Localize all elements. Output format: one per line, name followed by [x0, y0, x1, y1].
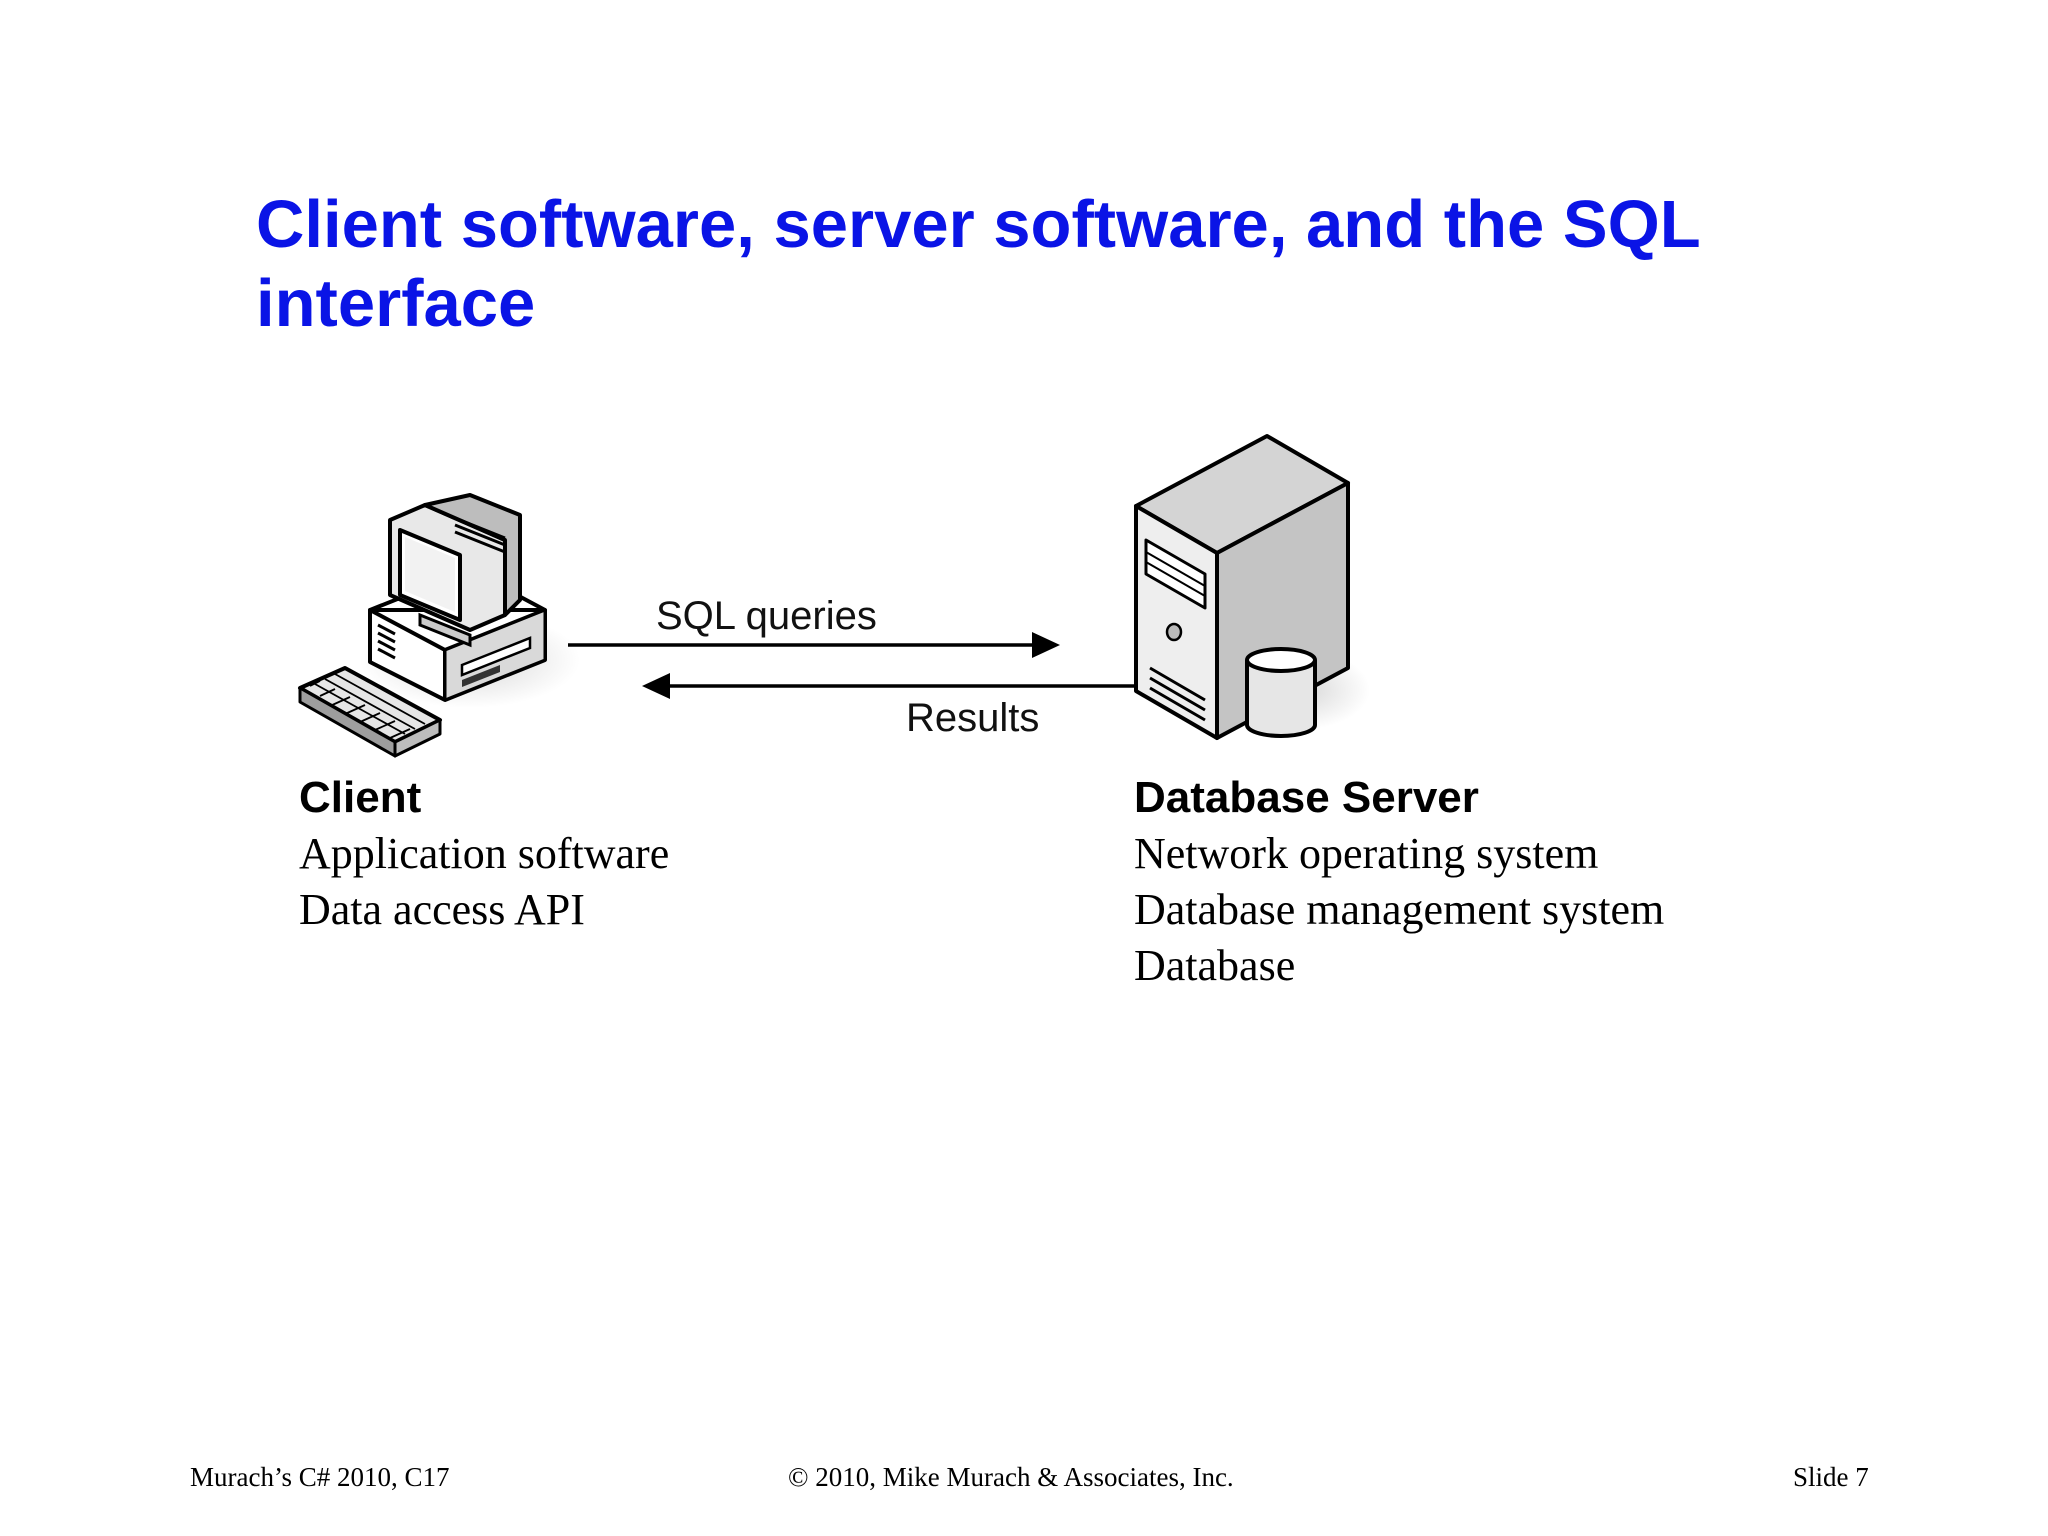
server-heading: Database Server: [1134, 773, 1479, 822]
server-line-dbms: Database management system: [1134, 885, 1665, 934]
sql-queries-arrow: [568, 632, 1060, 658]
client-line-data-access-api: Data access API: [299, 885, 585, 934]
desktop-computer-icon: [298, 493, 580, 758]
server-tower-icon: [1134, 434, 1370, 740]
server-description: Database Server Network operating system…: [1134, 770, 1664, 994]
results-arrow: [642, 673, 1136, 699]
footer-slide-number: Slide 7: [1793, 1462, 1869, 1492]
slide-title: Client software, server software, and th…: [256, 187, 1700, 341]
server-line-database: Database: [1134, 941, 1296, 990]
sql-queries-label: SQL queries: [656, 594, 877, 638]
results-label: Results: [906, 696, 1040, 740]
server-line-network-os: Network operating system: [1134, 829, 1599, 878]
footer-course: Murach’s C# 2010, C17: [190, 1462, 450, 1492]
client-description: Client Application software Data access …: [299, 770, 669, 938]
footer-copyright: © 2010, Mike Murach & Associates, Inc.: [788, 1462, 1234, 1492]
client-heading: Client: [299, 773, 422, 822]
client-line-application-software: Application software: [299, 829, 670, 878]
